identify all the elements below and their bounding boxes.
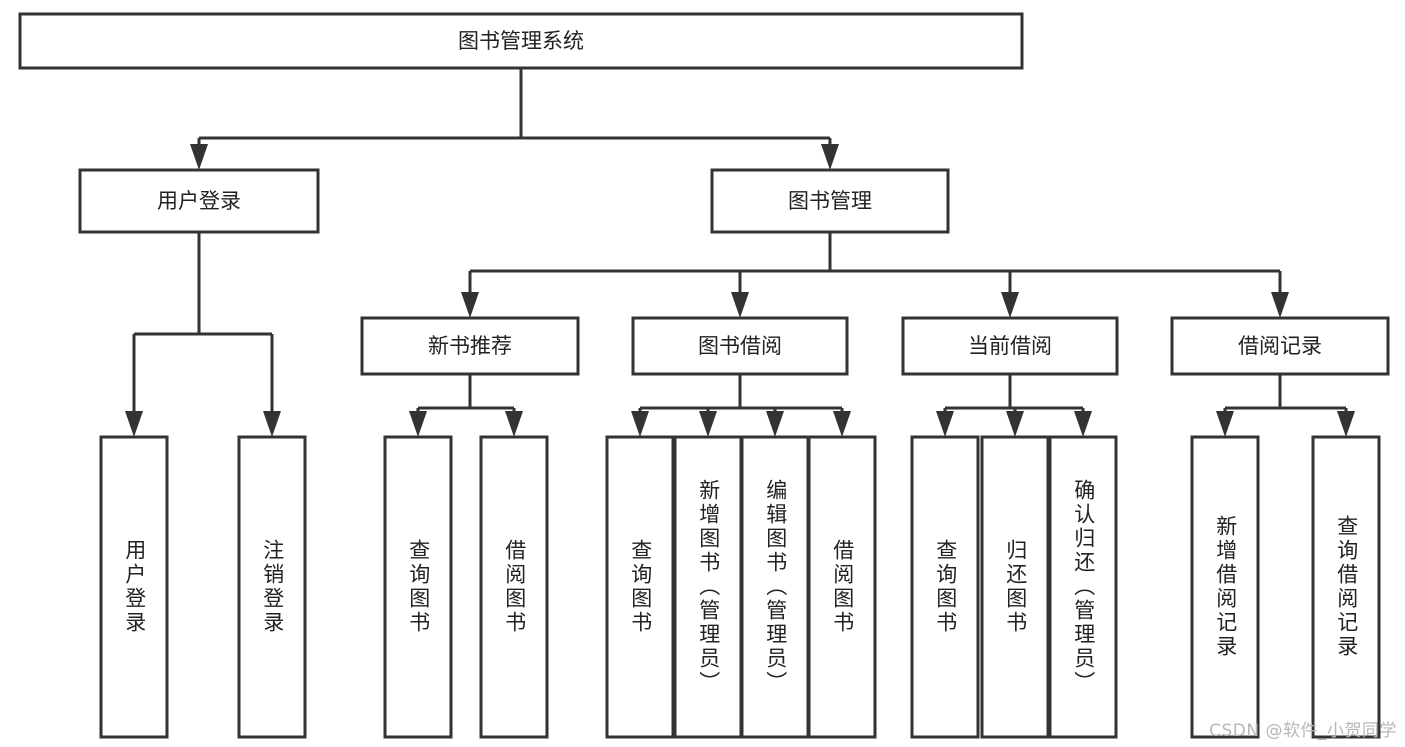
arrow-head-icon <box>263 411 281 437</box>
arrow-head-icon <box>1337 411 1355 437</box>
watermark: CSDN @软件_小贺同学 <box>1209 721 1397 741</box>
arrow-head-icon <box>1006 411 1024 437</box>
arrow-head-icon <box>461 292 479 318</box>
arrow-head-icon <box>409 411 427 437</box>
conn-records-children <box>1216 374 1355 437</box>
conn-newbook-children <box>409 374 523 437</box>
arrow-head-icon <box>731 292 749 318</box>
conn-login-children <box>125 232 281 437</box>
arrow-head-icon <box>1001 292 1019 318</box>
node-label-bookmgmt: 图书管理 <box>788 189 872 213</box>
node-label-borrow: 图书借阅 <box>698 334 782 358</box>
node-box-leaf-current-query[interactable] <box>910 435 980 739</box>
node-box-leaf-records-add[interactable] <box>1190 435 1260 739</box>
node-box-leaf-borrow-query[interactable] <box>605 435 675 739</box>
node-label-root: 图书管理系统 <box>458 29 584 53</box>
conn-borrow-children <box>631 374 851 437</box>
node-box-leaf-current-confirm[interactable] <box>1048 435 1118 739</box>
node-box-leaf-newbook-borrow[interactable] <box>479 435 549 739</box>
arrow-head-icon <box>833 411 851 437</box>
arrow-head-icon <box>631 411 649 437</box>
conn-root-children <box>190 68 839 170</box>
arrow-head-icon <box>1216 411 1234 437</box>
node-label-newbook: 新书推荐 <box>428 334 512 358</box>
arrow-head-icon <box>821 144 839 170</box>
node-label-login: 用户登录 <box>157 189 241 213</box>
node-box-leaf-records-query[interactable] <box>1311 435 1381 739</box>
arrow-head-icon <box>1074 411 1092 437</box>
arrow-head-icon <box>190 144 208 170</box>
node-box-leaf-borrow-lend[interactable] <box>807 435 877 739</box>
node-box-bookmgmt[interactable] <box>710 168 950 234</box>
node-box-records[interactable] <box>1170 316 1390 376</box>
conn-current-children <box>936 374 1092 437</box>
node-box-leaf-newbook-query[interactable] <box>383 435 453 739</box>
arrow-head-icon <box>125 411 143 437</box>
arrow-head-icon <box>766 411 784 437</box>
node-box-newbook[interactable] <box>360 316 580 376</box>
node-box-leaf-borrow-add[interactable] <box>673 435 743 739</box>
node-box-leaf-user-logout[interactable] <box>237 435 307 739</box>
node-box-leaf-current-return[interactable] <box>980 435 1050 739</box>
node-box-borrow[interactable] <box>631 316 849 376</box>
arrow-head-icon <box>1271 292 1289 318</box>
node-box-root[interactable] <box>18 12 1024 70</box>
node-box-login[interactable] <box>78 168 320 234</box>
arrow-head-icon <box>699 411 717 437</box>
arrow-head-icon <box>505 411 523 437</box>
conn-bookmgmt-children <box>461 232 1289 318</box>
node-layer <box>18 12 1390 739</box>
node-box-leaf-user-login[interactable] <box>99 435 169 739</box>
node-label-records: 借阅记录 <box>1238 334 1322 358</box>
node-box-current[interactable] <box>901 316 1119 376</box>
connector-layer <box>125 68 1355 437</box>
node-box-leaf-borrow-edit[interactable] <box>740 435 810 739</box>
arrow-head-icon <box>936 411 954 437</box>
node-label-current: 当前借阅 <box>968 334 1052 358</box>
